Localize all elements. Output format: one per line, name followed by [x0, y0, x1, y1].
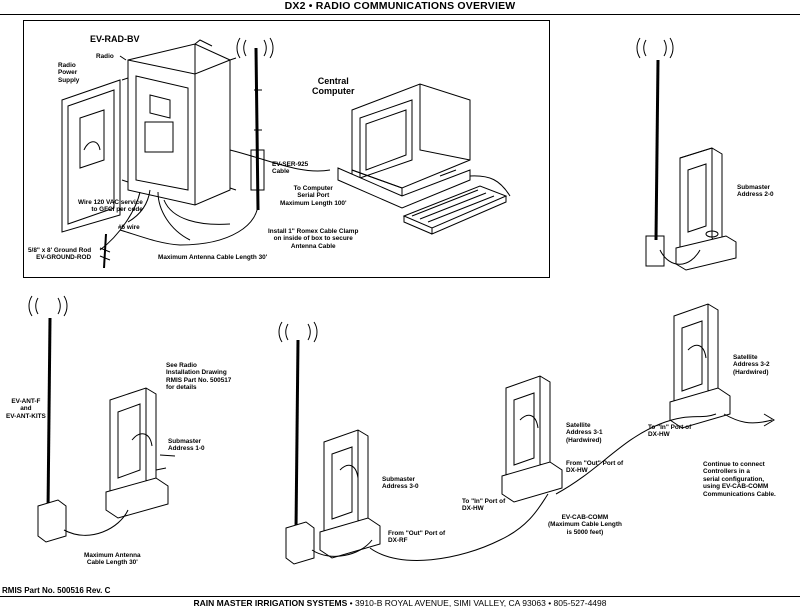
satellite-3-1-label: Satellite Address 3-1 (Hardwired)	[566, 422, 603, 444]
see-radio-label: See Radio Installation Drawing RMIS Part…	[166, 362, 232, 392]
cab-comm-cable-3	[724, 414, 772, 423]
continue-note: Continue to connect Controllers in a ser…	[703, 461, 776, 498]
cab-comm-label: EV-CAB-COMM (Maximum Cable Length is 500…	[548, 514, 622, 536]
cab-comm-cable-1	[370, 494, 548, 560]
satellite-3-2-label: Satellite Address 3-2 (Hardwired)	[733, 354, 770, 376]
wire-6-label: #6 wire	[118, 224, 140, 231]
submaster-3-0-unit	[279, 322, 380, 564]
footer-rule	[0, 596, 800, 597]
submaster-1-0-unit	[29, 296, 175, 542]
company-address: • 3910-B ROYAL AVENUE, SIMI VALLEY, CA 9…	[347, 598, 607, 608]
antenna-central	[237, 38, 273, 210]
from-out-dxhw-label: From "Out" Port of DX-HW	[566, 460, 624, 475]
submaster-2-0-unit	[637, 38, 736, 270]
satellite-3-2-unit	[670, 304, 730, 428]
page-title: DX2 • RADIO COMMUNICATIONS OVERVIEW	[284, 0, 516, 12]
header-bar: DX2 • RADIO COMMUNICATIONS OVERVIEW	[0, 0, 800, 15]
wire-120-label: Wire 120 VAC service to GFCI per code	[78, 199, 143, 214]
central-computer	[338, 84, 510, 234]
company-name: RAIN MASTER IRRIGATION SYSTEMS	[193, 598, 348, 608]
enclosure-title: EV-RAD-BV	[90, 34, 140, 44]
cab-comm-cable-2	[556, 414, 716, 494]
romex-label: Install 1" Romex Cable Clamp on inside o…	[268, 228, 359, 250]
radio-power-supply-label: Radio Power Supply	[58, 62, 80, 84]
submaster-3-0-label: Submaster Address 3-0	[382, 476, 419, 491]
footer-address: RAIN MASTER IRRIGATION SYSTEMS • 3910-B …	[0, 598, 800, 608]
central-station-frame	[23, 20, 550, 278]
submaster-1-0-label: Submaster Address 1-0	[168, 438, 205, 453]
continue-arrow-icon	[764, 414, 774, 426]
radio-label: Radio	[96, 53, 114, 60]
enclosure-ev-rad-bv	[62, 40, 236, 250]
to-in-dxhw-2-label: To "In" Port of DX-HW	[648, 424, 692, 439]
part-number: RMIS Part No. 500516 Rev. C	[2, 586, 111, 595]
to-computer-label: To Computer Serial Port Maximum Length 1…	[280, 185, 347, 207]
central-computer-label: Central Computer	[312, 76, 355, 96]
antenna-kit-label: EV-ANT-F and EV-ANT-KITS	[6, 398, 46, 420]
ser-cable-label: EV-SER-925 Cable	[272, 161, 309, 176]
max-antenna-30-label: Maximum Antenna Cable Length 30'	[158, 254, 268, 261]
antenna-cable-loop	[164, 200, 230, 224]
ground-rod-label: 5/8" x 8' Ground Rod EV-GROUND-ROD	[28, 247, 92, 262]
serial-cable	[230, 150, 330, 171]
satellite-3-1-unit	[502, 376, 562, 502]
antenna-cable-central	[120, 200, 258, 245]
ground-rod	[100, 234, 110, 268]
max-antenna-label: Maximum Antenna Cable Length 30'	[84, 552, 141, 567]
to-in-dxhw-1-label: To "In" Port of DX-HW	[462, 498, 506, 513]
submaster-2-0-label: Submaster Address 2-0	[737, 184, 774, 199]
from-out-dxrf-label: From "Out" Port of DX-RF	[388, 530, 446, 545]
